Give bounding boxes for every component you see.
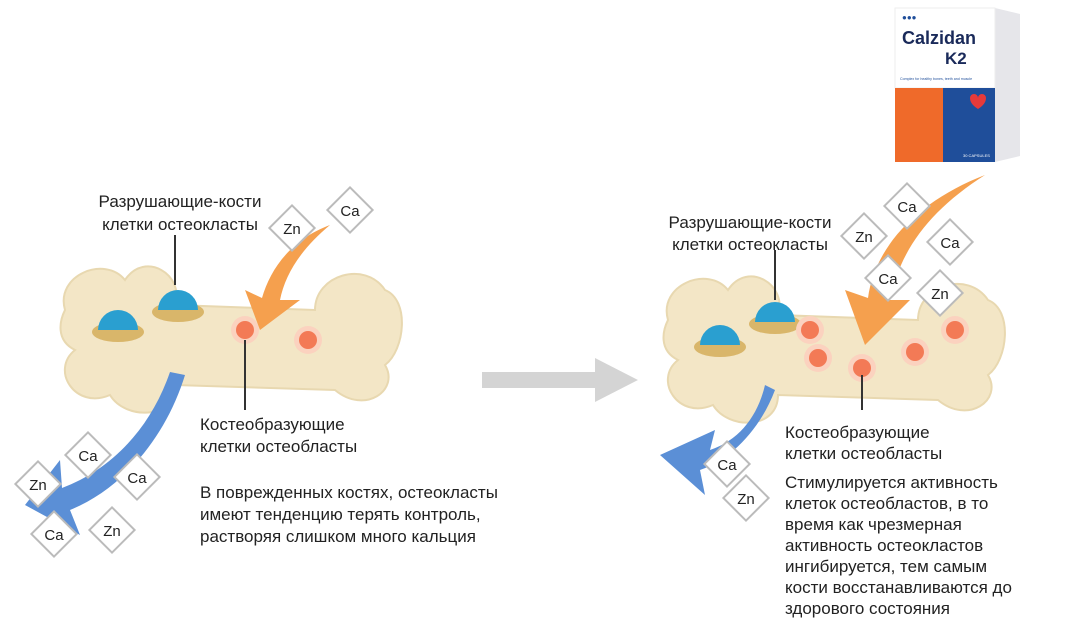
product-tagline: Complex for healthy bones, teeth and mus… — [900, 77, 972, 81]
description: Стимулируется активность — [785, 473, 998, 492]
svg-text:Ca: Ca — [78, 448, 98, 465]
svg-text:Ca: Ca — [717, 457, 737, 474]
osteoblast-label: Костеобразующие — [200, 415, 345, 434]
mineral-chip: Ca — [864, 254, 912, 302]
svg-text:Ca: Ca — [340, 203, 360, 220]
svg-text:●●●: ●●● — [902, 13, 917, 22]
svg-text:Zn: Zn — [103, 523, 121, 540]
mineral-chip: Zn — [722, 474, 770, 522]
osteoclast-label: Разрушающие-кости — [99, 192, 262, 211]
description: имеют тенденцию терять контроль, — [200, 505, 481, 524]
mineral-chip: Ca — [883, 182, 931, 230]
osteoclast-label: клетки остеокласты — [102, 215, 258, 234]
description: В поврежденных костях, остеокласты — [200, 483, 498, 502]
osteoblast-cell — [941, 316, 969, 344]
mineral-chip: Zn — [268, 204, 316, 252]
svg-text:Zn: Zn — [737, 491, 755, 508]
osteoblast-cell — [294, 326, 322, 354]
product-box: ●●● Calzidan K2 Complex for healthy bone… — [894, 7, 1020, 162]
description: кости восстанавливаются до — [785, 578, 1012, 597]
svg-text:Zn: Zn — [931, 286, 949, 303]
description: клеток остеобластов, в то — [785, 494, 988, 513]
osteoblast-label: клетки остеобласты — [785, 444, 942, 463]
mineral-chip: Zn — [14, 460, 62, 508]
mineral-chip: Ca — [113, 453, 161, 501]
svg-text:Zn: Zn — [283, 221, 301, 238]
transition-arrow-icon — [482, 358, 638, 402]
osteoblast-cell — [804, 344, 832, 372]
osteoblast-label: Костеобразующие — [785, 423, 930, 442]
mineral-chip: Ca — [326, 186, 374, 234]
svg-text:Zn: Zn — [855, 229, 873, 246]
description: активность остеокластов — [785, 536, 983, 555]
product-capsules: 30 CAPSULES — [963, 153, 990, 158]
product-model: K2 — [945, 49, 967, 68]
arrow-out-icon — [660, 385, 775, 495]
mineral-chip: Ca — [30, 510, 78, 558]
arrow-in-icon — [845, 175, 985, 345]
arrow-out-icon — [25, 372, 185, 535]
description: ингибируется, тем самым — [785, 557, 987, 576]
svg-text:Ca: Ca — [127, 470, 147, 487]
svg-text:Ca: Ca — [44, 527, 64, 544]
mineral-chip: Zn — [840, 212, 888, 260]
arrow-in-icon — [245, 225, 330, 330]
mineral-chip: Ca — [703, 440, 751, 488]
description: здорового состояния — [785, 599, 950, 618]
osteoblast-label: клетки остеобласты — [200, 437, 357, 456]
osteoclast-label: клетки остеокласты — [672, 235, 828, 254]
svg-text:Ca: Ca — [878, 271, 898, 288]
osteoblast-cell — [231, 316, 259, 344]
osteoblast-cell — [901, 338, 929, 366]
mineral-chip: Ca — [64, 431, 112, 479]
product-brand: Calzidan — [902, 28, 976, 48]
osteoclast-label: Разрушающие-кости — [669, 213, 832, 232]
description: время как чрезмерная — [785, 515, 962, 534]
osteoblast-cell — [796, 316, 824, 344]
svg-text:Ca: Ca — [940, 235, 960, 252]
svg-text:Zn: Zn — [29, 477, 47, 494]
svg-text:Ca: Ca — [897, 199, 917, 216]
mineral-chip: Zn — [88, 506, 136, 554]
mineral-chip: Ca — [926, 218, 974, 266]
description: растворяя слишком много кальция — [200, 527, 476, 546]
mineral-chip: Zn — [916, 269, 964, 317]
